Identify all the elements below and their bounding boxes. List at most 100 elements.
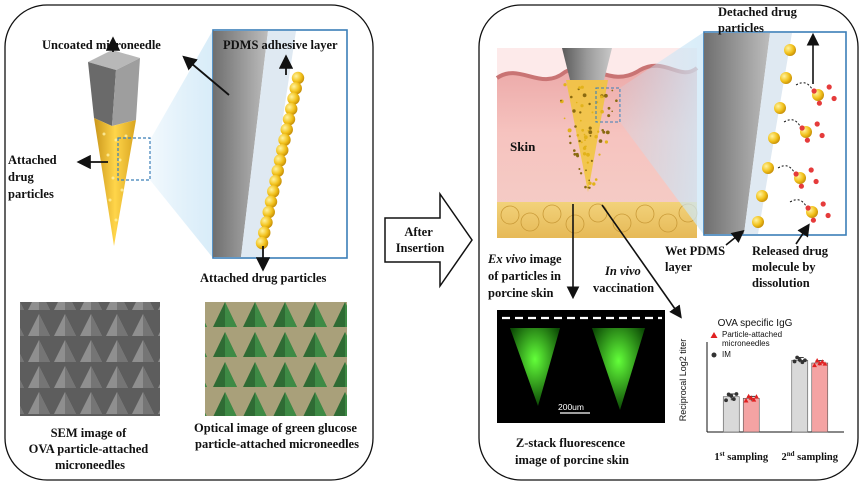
sem-image [20, 302, 160, 416]
attached-bead [278, 133, 291, 147]
drug-molecule [820, 201, 826, 207]
wet-bead [780, 72, 792, 84]
sem-caption-line-2: OVA particle-attached [29, 442, 149, 456]
attached-bead [291, 71, 305, 85]
zstack-line-1: Z-stack fluorescence [516, 436, 626, 450]
skin-particle [582, 152, 587, 156]
data-point [822, 361, 828, 366]
fluorescence-cone-left [510, 328, 560, 406]
attached-line-1: Attached [8, 153, 57, 167]
exvivo-line-3: porcine skin [488, 286, 553, 300]
legend-label: IM [722, 350, 731, 359]
data-point [817, 360, 823, 366]
skin-particle [594, 178, 598, 181]
skin-particle [569, 141, 572, 145]
invivo-line-2: vaccination [593, 281, 654, 295]
uncoated-label: Uncoated microneedle [42, 38, 161, 52]
wet-bead [762, 162, 774, 174]
tick-sup: nd [787, 450, 795, 458]
attached-bead [260, 216, 273, 229]
drug-molecule [831, 95, 837, 102]
skin-particle [575, 152, 579, 157]
tick-rest: sampling [725, 452, 769, 463]
drug-molecule [793, 171, 799, 177]
skin-particle [594, 135, 598, 139]
skin-particle [586, 152, 590, 157]
skin-particle [598, 139, 603, 143]
attached-bead [287, 92, 300, 105]
tick-num: 2 [781, 452, 786, 463]
skin-particle [578, 139, 581, 143]
skin-particle [588, 126, 592, 130]
chart-y-axis-label: Reciprocal Log2 titer [678, 339, 688, 422]
wet-pdms-label: Wet PDMS layer [665, 244, 728, 274]
wet-pdms-line-1: Wet PDMS [665, 244, 725, 258]
legend-line: microneedles [722, 339, 770, 348]
zoom-beam [150, 30, 213, 258]
dissolution-arrow [795, 82, 813, 90]
wet-pdms-band [744, 33, 792, 234]
skin-particle [597, 130, 600, 133]
needle-base-left [88, 62, 116, 126]
drug-molecule [798, 183, 805, 189]
skin-particle [560, 99, 562, 102]
attached-bead [280, 123, 293, 136]
attached-bead [262, 205, 275, 219]
left-panel: Uncoated microneedle PDMS adhesive layer… [4, 4, 374, 481]
tick-num: 1 [714, 452, 719, 463]
attached-drug-particles-label: Attached drug particles [200, 271, 327, 285]
skin-particle [585, 169, 587, 172]
dissolution-arrow [777, 165, 795, 173]
skin-particle [604, 140, 609, 144]
attached-bead [267, 185, 280, 198]
drug-molecule [808, 167, 814, 173]
drug-molecule [811, 88, 817, 94]
detached-line-1: Detached drug [718, 5, 798, 19]
data-point [748, 395, 754, 400]
zstack-caption: Z-stack fluorescence image of porcine sk… [515, 436, 629, 467]
drug-molecule [805, 205, 811, 211]
data-point [729, 394, 734, 398]
exvivo-line-1: Ex vivo image [487, 252, 562, 266]
igg-bar-chart: OVA specific IgG Reciprocal Log2 titer 1… [678, 318, 844, 463]
skin-particle [580, 85, 584, 89]
needle-base-right [112, 58, 140, 126]
skin-particle [582, 93, 587, 98]
wet-bead [768, 132, 780, 144]
right-zoom-beam [620, 32, 704, 235]
tick-sup: st [720, 450, 726, 458]
wet-pdms-line-2: layer [665, 260, 693, 274]
skin-particle [579, 119, 582, 122]
skin-particle [585, 145, 587, 148]
tick-rest: sampling [795, 452, 839, 463]
released-label: Released drug molecule by dissolution [752, 244, 831, 290]
fluorescence-cone-right [592, 328, 645, 410]
after-insertion-arrow: After Insertion [384, 191, 473, 289]
zoom-pdms-layer [241, 31, 296, 257]
attached-bead [289, 82, 302, 95]
optical-caption: Optical image of green glucose particle-… [194, 421, 360, 451]
optical-caption-line-2: particle-attached microneedles [195, 437, 359, 451]
drug-molecule [819, 132, 825, 139]
skin-particle [586, 161, 589, 164]
drug-molecule [825, 212, 831, 219]
skin-particle [588, 179, 591, 182]
skin-particle [582, 146, 587, 150]
exvivo-label: Ex vivo image of particles in porcine sk… [487, 252, 565, 300]
exvivo-line-2: of particles in [488, 269, 561, 283]
skin-particle [563, 83, 567, 87]
invivo-arrow [601, 204, 682, 319]
skin-particle [611, 110, 613, 113]
skin-particle [588, 130, 593, 135]
detached-line-2: particles [718, 21, 764, 35]
data-point [792, 359, 797, 364]
drug-molecule [826, 84, 832, 90]
scale-bar-label: 200um [558, 402, 584, 412]
data-point [731, 397, 736, 401]
data-point [795, 355, 800, 360]
attached-bead [282, 113, 296, 126]
data-point [754, 394, 759, 399]
attached-bead [276, 143, 289, 157]
attached-bead [264, 195, 278, 208]
